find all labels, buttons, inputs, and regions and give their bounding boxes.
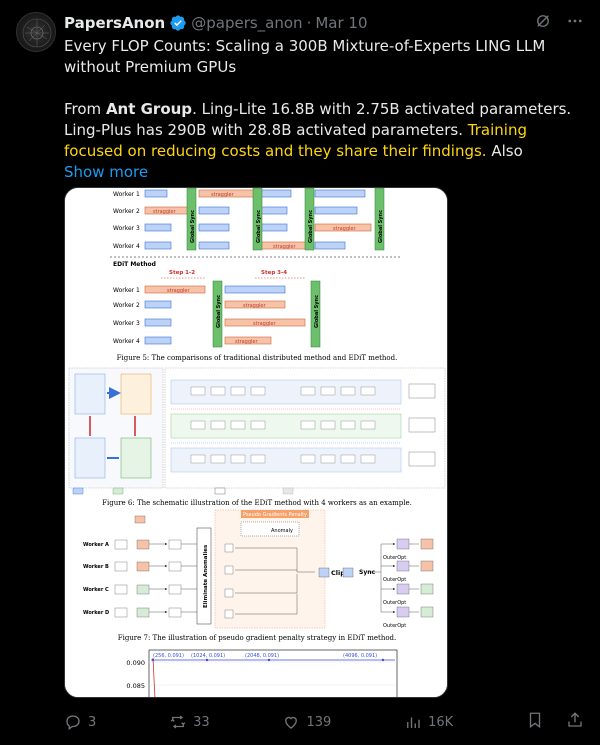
global-sync-label-1: Global Sync: [190, 210, 196, 243]
edit-straggler-1: straggler: [167, 288, 190, 294]
traditional-method-diagram: Worker 1 Worker 2 Worker 3 Worker 4 stra…: [110, 188, 400, 258]
edit-global-sync-1: Global Sync: [216, 295, 222, 328]
p2-prefix: From: [64, 100, 106, 118]
straggler-label-2: straggler: [153, 209, 176, 215]
show-more-link[interactable]: Show more: [64, 163, 149, 181]
figure-7-diagram: Worker A Worker B Worker C Worker D: [83, 509, 434, 629]
views-count: 16K: [428, 714, 454, 730]
retweet-count: 33: [193, 714, 210, 730]
step-1-2-label: Step 1-2: [169, 270, 195, 276]
worker-b-label: Worker B: [83, 564, 109, 570]
tweet-actions: 3 33 139 16K: [64, 708, 584, 736]
edit-straggler-2: straggler: [243, 303, 266, 309]
worker-4-label: Worker 4: [113, 243, 140, 250]
heart-icon: [285, 716, 298, 729]
global-sync-label-3: Global Sync: [308, 210, 314, 243]
tweet-text: Every FLOP Counts: Scaling a 300B Mixtur…: [64, 36, 584, 183]
author-handle[interactable]: @papers_anon: [191, 14, 303, 32]
figure-6-schematic: [68, 367, 446, 495]
grok-icon[interactable]: [534, 12, 552, 34]
figure-5-caption: Figure 5: The comparisons of traditional…: [117, 354, 398, 362]
reply-icon: [66, 715, 80, 731]
straggler-label-1: straggler: [211, 192, 234, 198]
worker-1-label: Worker 1: [113, 191, 140, 198]
reply-button[interactable]: 3: [64, 713, 96, 731]
like-button[interactable]: 139: [282, 713, 331, 731]
like-count: 139: [306, 714, 332, 730]
avatar[interactable]: [16, 12, 56, 52]
worker-a-label: Worker A: [83, 542, 109, 548]
worker-2-label: Worker 2: [113, 208, 140, 215]
sync-label: Sync: [359, 569, 376, 576]
loss-chart: 0.090 0.085 (256, 0.091) (1024, 0.091) (…: [126, 649, 398, 697]
tweet-date[interactable]: Mar 10: [315, 14, 368, 32]
edit-straggler-3: straggler: [253, 321, 276, 327]
edit-method-diagram: EDiT Method Step 1-2 Step 3-4 Worker 1 W…: [113, 261, 321, 348]
more-options-icon[interactable]: [566, 12, 584, 34]
chart-ytick-2: 0.085: [126, 682, 145, 690]
figure-6-caption: Figure 6: The schematic illustration of …: [102, 499, 412, 507]
edit-worker-4: Worker 4: [113, 338, 140, 345]
highlighted-text: Training focused on reducing costs and t…: [64, 121, 527, 160]
p2-suffix: Also: [486, 142, 523, 160]
pseudo-gradients-penalty-label: Pseudo Gradients Penalty: [243, 512, 307, 518]
chart-point-4: (4096, 0.091): [343, 653, 377, 659]
straggler-label-4: straggler: [273, 244, 296, 250]
p2-main: . Ling-Lite 16.8B with 2.75B activated p…: [64, 100, 572, 139]
chart-point-3: (2048, 0.091): [245, 653, 279, 659]
global-sync-label-2: Global Sync: [256, 210, 262, 243]
figure-7-caption: Figure 7: The illustration of pseudo gra…: [118, 634, 397, 642]
eliminate-anomalies-label: Eliminate Anomalies: [203, 544, 209, 608]
outeropt-label-4: OuterOpt: [383, 623, 406, 629]
straggler-label-3: straggler: [333, 226, 356, 232]
retweet-icon: [170, 715, 186, 729]
right-actions: [526, 711, 584, 733]
org-name: Ant Group: [105, 100, 193, 118]
verified-badge-icon: [169, 14, 187, 32]
clip-label: Clip: [331, 569, 345, 577]
worker-3-label: Worker 3: [113, 225, 140, 232]
tweet-title-line: Every FLOP Counts: Scaling a 300B Mixtur…: [64, 37, 546, 76]
edit-worker-2: Worker 2: [113, 302, 140, 309]
edit-global-sync-2: Global Sync: [314, 295, 320, 328]
tweet-image[interactable]: Worker 1 Worker 2 Worker 3 Worker 4 stra…: [64, 187, 448, 698]
share-icon: [568, 712, 582, 727]
edit-worker-3: Worker 3: [113, 320, 140, 327]
author-name[interactable]: PapersAnon: [64, 14, 166, 32]
retweet-button[interactable]: 33: [169, 713, 210, 731]
reply-count: 3: [88, 714, 97, 730]
views-button[interactable]: 16K: [404, 713, 453, 731]
step-3-4-label: Step 3-4: [261, 270, 287, 276]
edit-method-title: EDiT Method: [113, 261, 156, 268]
worker-d-label: Worker D: [83, 610, 109, 616]
edit-worker-1: Worker 1: [113, 287, 140, 294]
bookmark-button[interactable]: [526, 711, 544, 733]
chart-ytick-1: 0.090: [126, 659, 145, 667]
chart-point-2: (1024, 0.091): [191, 653, 225, 659]
header-actions: [534, 12, 584, 34]
share-button[interactable]: [566, 711, 584, 733]
worker-c-label: Worker C: [83, 587, 109, 593]
separator-dot: ·: [306, 14, 312, 32]
chart-point-1: (256, 0.091): [153, 653, 184, 659]
outeropt-label-1: OuterOpt: [383, 555, 406, 561]
global-sync-label-4: Global Sync: [378, 210, 384, 243]
outeropt-label-3: OuterOpt: [383, 600, 406, 606]
workers-top: Worker 1 Worker 2 Worker 3 Worker 4: [113, 191, 140, 250]
edit-straggler-4: straggler: [235, 339, 258, 345]
outeropt-label-2: OuterOpt: [383, 577, 406, 583]
views-chart-icon: [407, 717, 420, 728]
tweet-paragraph: From Ant Group. Ling-Lite 16.8B with 2.7…: [64, 99, 584, 183]
anomaly-label: Anomaly: [271, 528, 293, 534]
tweet-header: PapersAnon @papers_anon · Mar 10: [64, 12, 368, 34]
bookmark-icon: [529, 712, 541, 729]
